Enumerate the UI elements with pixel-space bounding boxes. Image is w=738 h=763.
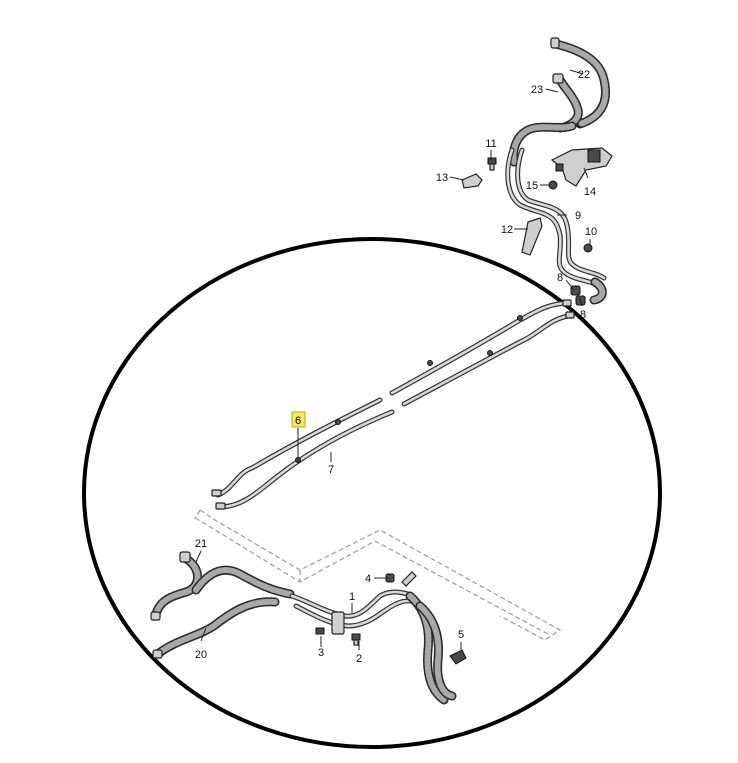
highlight-ellipse: [82, 237, 662, 749]
callout-6[interactable]: 6: [295, 415, 301, 427]
pipe-6-7: [211, 299, 575, 510]
nut-10: [583, 243, 593, 253]
callout-15[interactable]: 15: [526, 180, 538, 192]
callout-22[interactable]: 22: [578, 69, 590, 81]
callout-3[interactable]: 3: [318, 647, 324, 659]
callout-21[interactable]: 21: [195, 538, 207, 550]
callout-9[interactable]: 9: [575, 210, 581, 222]
bolt-3: [315, 627, 325, 635]
callout-13[interactable]: 13: [436, 172, 448, 184]
upper-assembly: [461, 37, 613, 306]
bolt-11: [487, 157, 497, 171]
callouts: 6 7 1 2 3 4 5 8 8 9 10 11 12 13 14 15 20…: [195, 69, 597, 665]
callout-8b[interactable]: 8: [580, 309, 586, 321]
callout-4[interactable]: 4: [365, 573, 371, 585]
callout-20[interactable]: 20: [195, 649, 207, 661]
callout-14[interactable]: 14: [584, 186, 596, 198]
callout-23[interactable]: 23: [531, 84, 543, 96]
bracket-12: [521, 217, 543, 256]
clip-13: [461, 173, 483, 189]
callout-12[interactable]: 12: [501, 224, 513, 236]
clamp-8a: [570, 285, 581, 296]
callout-2[interactable]: 2: [356, 653, 362, 665]
callout-1[interactable]: 1: [349, 591, 355, 603]
clip-5: [449, 649, 467, 665]
leader-lines: [195, 69, 591, 650]
nut-15: [548, 180, 558, 190]
callout-10[interactable]: 10: [585, 226, 597, 238]
callout-7[interactable]: 7: [328, 464, 334, 476]
hoses-20-21: [150, 551, 295, 659]
bolt-2: [351, 633, 361, 641]
callout-11[interactable]: 11: [485, 138, 496, 150]
callout-5[interactable]: 5: [458, 629, 464, 641]
pipe-1-assembly: [289, 571, 467, 705]
bracket-14: [550, 147, 613, 187]
body-outline: [194, 509, 562, 641]
callout-6-highlight: [291, 411, 306, 428]
callout-8a[interactable]: 8: [557, 272, 563, 284]
